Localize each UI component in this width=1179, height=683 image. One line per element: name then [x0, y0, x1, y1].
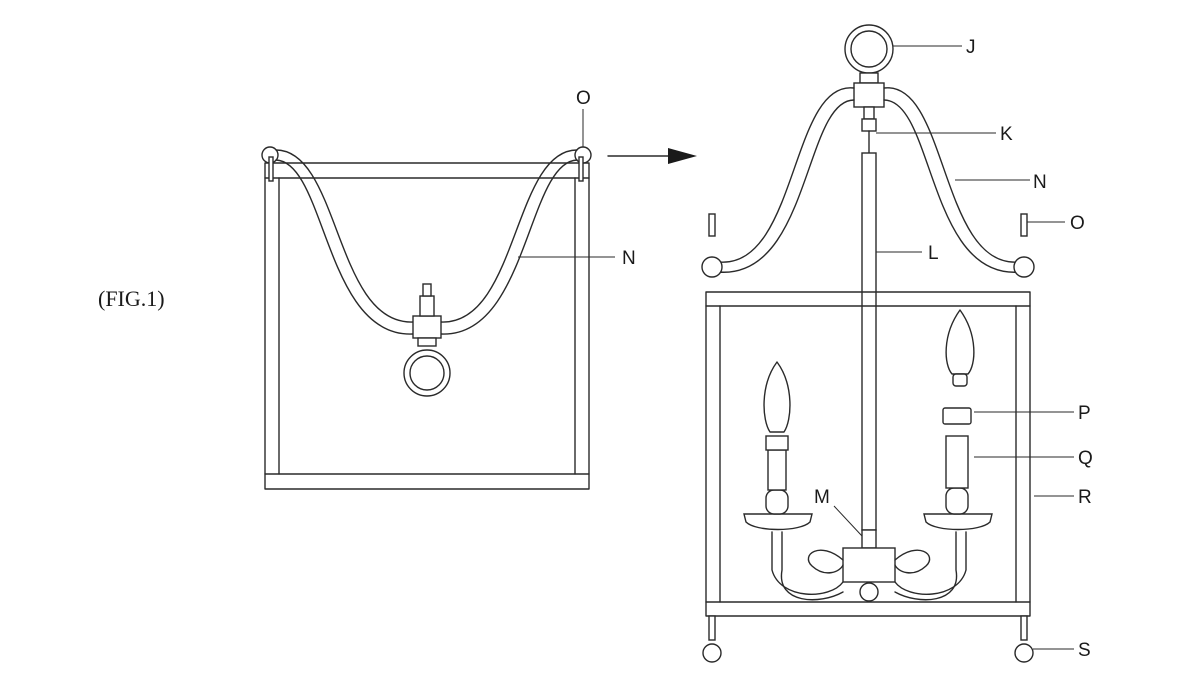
sleeve-Q [945, 435, 969, 489]
left-pin-2 [578, 156, 584, 182]
label-O-left: O [576, 88, 591, 109]
right-hub [853, 82, 885, 108]
direction-arrow [607, 148, 697, 164]
figure-label: (FIG.1) [98, 286, 165, 311]
left-pin-1 [268, 156, 274, 182]
foot-S-right [1014, 643, 1034, 663]
label-M: M [814, 487, 830, 508]
foot-S-left [702, 643, 722, 663]
frame-R [705, 291, 1031, 617]
socket-cup-P [942, 407, 972, 425]
left-hub [412, 315, 442, 339]
right-lantern-assembly: J K N O L M P Q R S [701, 24, 1093, 663]
label-K: K [1000, 124, 1013, 145]
label-R: R [1078, 487, 1092, 508]
left-ring [403, 349, 451, 397]
ring-J [844, 24, 894, 74]
pin-O-left [708, 213, 716, 237]
right-arm-ball-right [1013, 256, 1035, 278]
coupler-M [861, 529, 877, 549]
left-bulb [763, 361, 791, 433]
label-P: P [1078, 403, 1091, 424]
left-frame-outline [264, 162, 590, 490]
label-L: L [928, 243, 939, 264]
label-N-right: N [1033, 172, 1047, 193]
label-O-right: O [1070, 213, 1085, 234]
center-body [842, 547, 896, 583]
pin-O-right [1020, 213, 1028, 237]
rod-L [861, 152, 877, 531]
label-J: J [966, 37, 976, 58]
left-candle-sleeve [767, 449, 787, 491]
left-bobeche [743, 513, 813, 531]
label-N-left: N [622, 248, 636, 269]
left-frame-assembly: O N [261, 88, 636, 490]
label-Q: Q [1078, 448, 1093, 469]
nipple-K [863, 106, 875, 120]
right-bulb [945, 309, 975, 375]
right-arm-ball-left [701, 256, 723, 278]
label-S: S [1078, 640, 1091, 661]
right-bobeche [923, 513, 993, 531]
